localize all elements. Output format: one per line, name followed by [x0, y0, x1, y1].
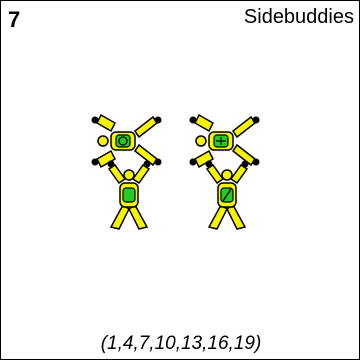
formation-diagram [90, 114, 261, 230]
formation-number: 7 [8, 7, 21, 32]
right-bottom-slash-symbol [222, 188, 232, 202]
left-bottom-jumper [106, 159, 152, 230]
right-bottom-jumper [204, 159, 250, 230]
right-pair [188, 114, 261, 230]
sequence-text: (1,4,7,10,13,16,19) [100, 333, 262, 354]
left-bottom-harness [122, 187, 136, 203]
formation-title: Sidebuddies [243, 6, 354, 28]
right-top-jumper [188, 114, 261, 168]
left-top-circle-symbol [118, 136, 128, 146]
left-pair [90, 114, 163, 230]
left-top-jumper [90, 114, 163, 168]
